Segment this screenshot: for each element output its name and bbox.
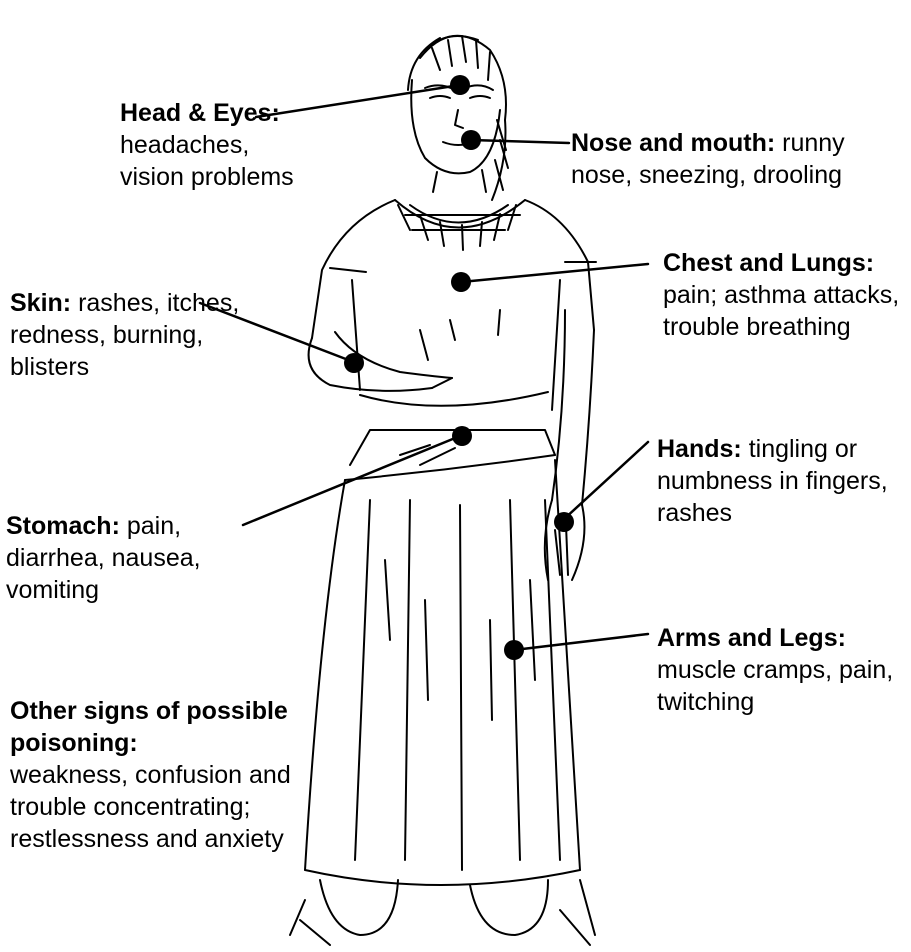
skirt-sketch	[305, 460, 580, 885]
feet-sketch	[290, 880, 595, 945]
callout-arms-legs-text: muscle cramps, pain, twitching	[657, 656, 893, 716]
marker-arms-legs	[504, 640, 524, 660]
hair-sketch	[408, 36, 508, 200]
leader-hands	[563, 442, 648, 520]
marker-head	[450, 75, 470, 95]
callout-other-signs-text: weakness, confusion and trouble concentr…	[10, 761, 291, 853]
callout-other-signs-term: Other signs of possible poisoning:	[10, 695, 315, 759]
callout-hands-term: Hands:	[657, 435, 742, 463]
blouse-sketch	[312, 200, 596, 410]
callout-hands: Hands: tingling or numbness in fingers, …	[657, 433, 907, 529]
marker-skin	[344, 353, 364, 373]
callout-head-eyes-term: Head & Eyes:	[120, 99, 280, 127]
callout-head-eyes: Head & Eyes: headaches, vision problems	[120, 97, 305, 193]
marker-hands	[554, 512, 574, 532]
waistband-sketch	[345, 430, 555, 480]
leader-stomach	[243, 436, 460, 525]
callout-stomach: Stomach: pain, diarrhea, nausea, vomitin…	[6, 510, 256, 606]
callout-head-eyes-text: headaches, vision problems	[120, 131, 294, 191]
callout-arms-legs: Arms and Legs: muscle cramps, pain, twit…	[657, 622, 907, 718]
callout-arms-legs-term: Arms and Legs:	[657, 624, 846, 652]
callout-nose-mouth-term: Nose and mouth:	[571, 129, 775, 157]
face-sketch	[411, 80, 500, 173]
callout-chest-lungs: Chest and Lungs: pain; asthma attacks, t…	[663, 247, 911, 343]
callout-skin-term: Skin:	[10, 289, 71, 317]
marker-chest	[451, 272, 471, 292]
leader-chest	[461, 264, 648, 282]
callout-stomach-term: Stomach:	[6, 512, 120, 540]
callout-other-signs: Other signs of possible poisoning: weakn…	[10, 695, 315, 855]
leader-nose	[471, 140, 569, 143]
callout-chest-lungs-text: pain; asthma attacks, trouble breathing	[663, 281, 899, 341]
marker-stomach	[452, 426, 472, 446]
callout-chest-lungs-term: Chest and Lungs:	[663, 249, 874, 277]
collar-sketch	[395, 170, 525, 250]
right-arm-sketch	[309, 332, 452, 391]
callout-skin: Skin: rashes, itches, redness, burning, …	[10, 287, 260, 383]
callout-nose-mouth: Nose and mouth: runny nose, sneezing, dr…	[571, 127, 906, 191]
marker-nose-mouth	[461, 130, 481, 150]
left-arm-sketch	[545, 310, 594, 580]
